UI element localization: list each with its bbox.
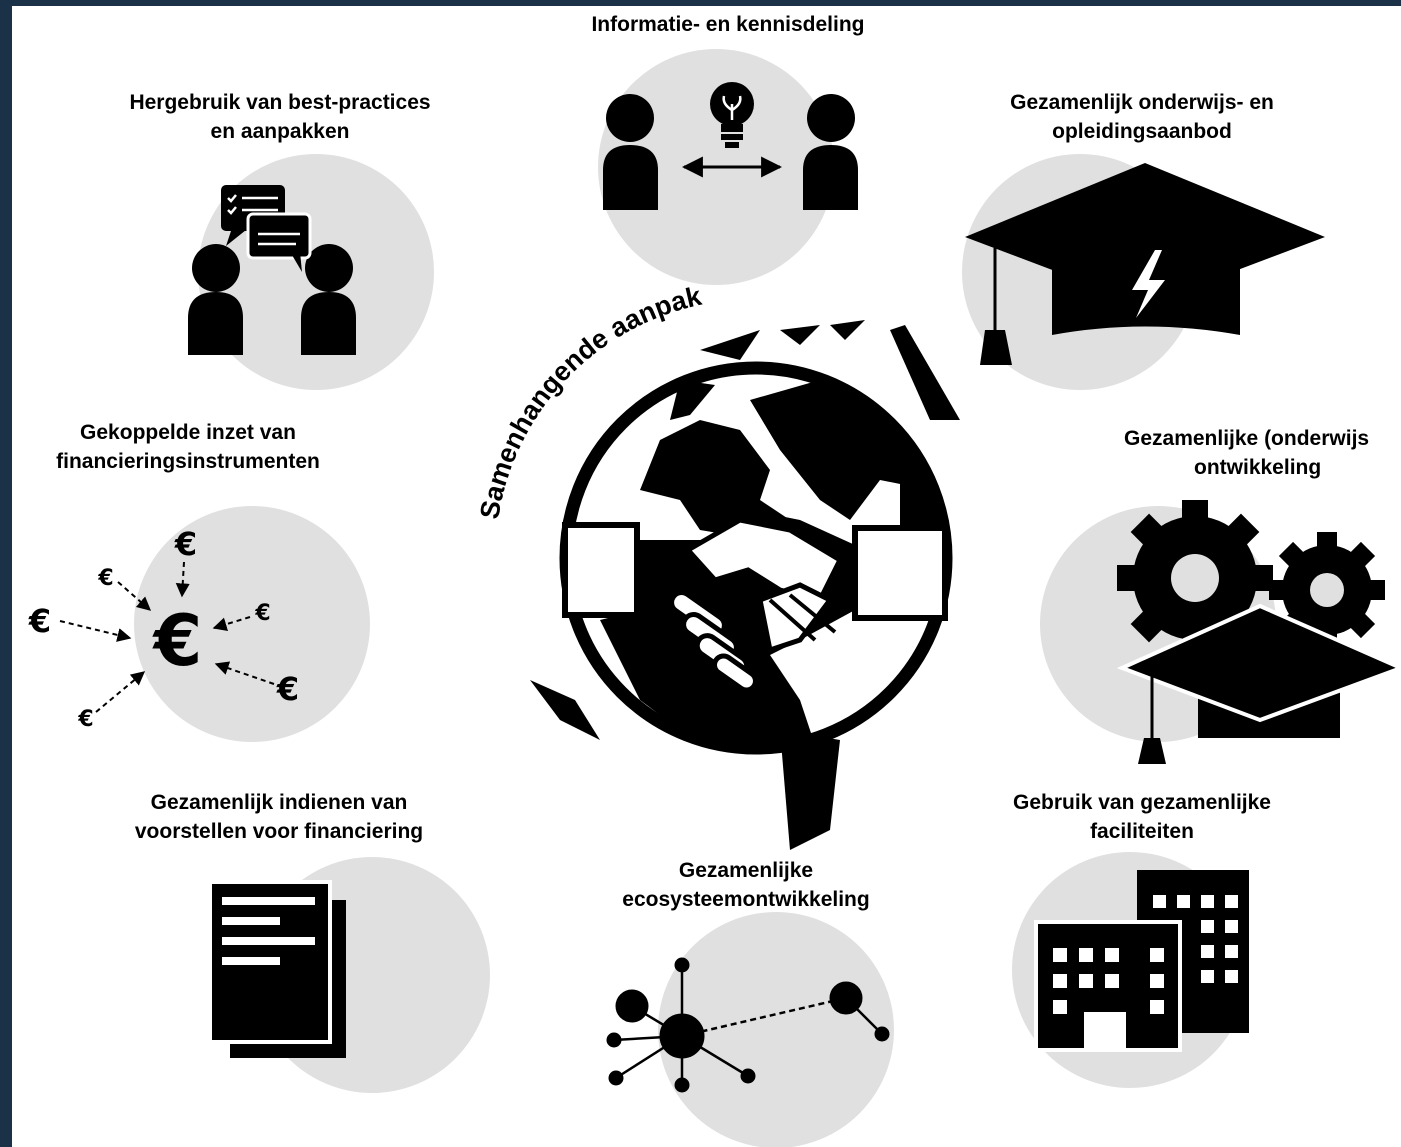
large-gear-icon (1117, 500, 1273, 656)
center-title: Samenhangende aanpak (474, 281, 705, 521)
euro-symbol: € (28, 602, 51, 640)
euro-symbol: € (276, 670, 299, 708)
label-faciliteiten: Gebruik van gezamenlijke faciliteiten (972, 788, 1312, 846)
graduation-cap-lightning-icon (965, 163, 1325, 365)
documents-icon (208, 880, 346, 1058)
label-ontwikkeling: Gezamenlijke (onderwijs ontwikkeling (1112, 424, 1401, 482)
label-onderwijsaanbod-line1: Gezamenlijk onderwijs- en (1010, 91, 1274, 114)
people-idea-exchange-icon (603, 82, 858, 210)
label-voorstellen-line2: voorstellen voor financiering (134, 820, 424, 843)
euro-symbol: € (254, 601, 270, 626)
label-info: Informatie- en kennisdeling (568, 10, 888, 39)
label-faciliteiten-line2: faciliteiten (1090, 820, 1194, 843)
diagram-artwork: € € € € € € € (28, 49, 1401, 1147)
label-ecosysteem-line1: Gezamenlijke (678, 859, 814, 882)
center-title-svg: Samenhangende aanpak (474, 281, 705, 521)
label-bestpractice: Hergebruik van best-practices en aanpakk… (110, 88, 450, 146)
buildings-icon (1034, 870, 1249, 1052)
label-bestpractice-line1: Hergebruik van best-practices (129, 91, 431, 114)
label-faciliteiten-line1: Gebruik van gezamenlijke (1013, 791, 1271, 814)
label-onderwijsaanbod: Gezamenlijk onderwijs- en opleidingsaanb… (972, 88, 1312, 146)
label-financiering-line2: financieringsinstrumenten (56, 450, 320, 473)
euro-funding-icon: € € € € € € € (28, 525, 299, 732)
euro-symbol: € (174, 525, 197, 563)
label-voorstellen-line1: Gezamenlijk indienen van (150, 791, 408, 814)
euro-symbol: € (77, 707, 93, 732)
label-info-line1: Informatie- en kennisdeling (591, 13, 865, 36)
label-financiering: Gekoppelde inzet van financieringsinstru… (18, 418, 358, 476)
euro-symbol: € (97, 566, 113, 591)
network-nodes-icon (606, 957, 890, 1093)
label-voorstellen: Gezamenlijk indienen van voorstellen voo… (109, 788, 449, 846)
euro-symbol-main: € (152, 600, 203, 682)
label-bestpractice-line2: en aanpakken (210, 120, 350, 143)
svg-text:Samenhangende aanpak: Samenhangende aanpak (474, 281, 705, 521)
label-onderwijsaanbod-line2: opleidingsaanbod (1052, 120, 1232, 143)
small-gear-icon (1269, 532, 1385, 648)
bg-circle-financiering (134, 506, 370, 742)
label-ecosysteem: Gezamenlijke ecosysteemontwikkeling (586, 856, 906, 914)
gears-graduation-cap-icon (1116, 500, 1401, 764)
label-ontwikkeling-line1: Gezamenlijke (onderwijs (1124, 427, 1370, 450)
diagram-canvas: € € € € € € € (12, 6, 1401, 1147)
bg-circle-ecosysteem (658, 912, 894, 1147)
label-ecosysteem-line2: ecosysteemontwikkeling (622, 888, 870, 911)
label-ontwikkeling-line2: ontwikkeling (1194, 456, 1322, 479)
people-speech-bubbles-icon (188, 185, 356, 355)
label-financiering-line1: Gekoppelde inzet van (80, 421, 296, 444)
globe-handshake-icon (530, 320, 960, 850)
